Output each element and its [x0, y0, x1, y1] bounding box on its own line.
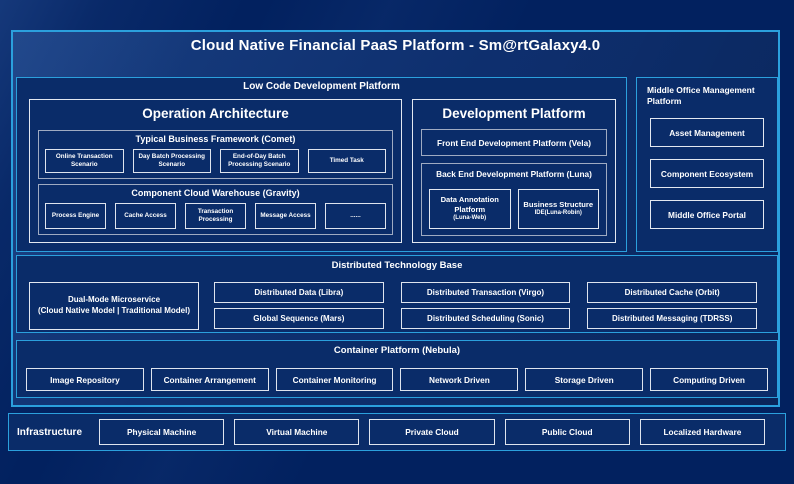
box-message-access: Message Access	[255, 203, 316, 229]
container-platform-panel: Container Platform (Nebula) Image Reposi…	[16, 340, 778, 398]
gravity-items-row: Process Engine Cache Access Transaction …	[45, 203, 386, 229]
box-physical-machine: Physical Machine	[99, 419, 225, 445]
dual-mode-line2: (Cloud Native Model | Traditional Model)	[37, 306, 191, 315]
dual-mode-line1: Dual-Mode Microservice	[67, 295, 161, 305]
box-asset-management: Asset Management	[650, 118, 764, 147]
data-annotation-platform-sublabel: (Luna-Web)	[453, 214, 487, 221]
box-container-arrangement: Container Arrangement	[150, 368, 269, 391]
box-image-repository: Image Repository	[26, 368, 144, 391]
business-structure-sublabel: IDE(Luna-Robin)	[534, 210, 582, 217]
box-container-monitoring: Container Monitoring	[275, 368, 394, 391]
box-network-driven: Network Driven	[400, 368, 519, 391]
box-ellipsis-more: ......	[325, 203, 386, 229]
box-process-engine: Process Engine	[45, 203, 106, 229]
development-platform-title: Development Platform	[442, 106, 586, 121]
luna-items-row: Data Annotation Platform (Luna-Web) Busi…	[429, 189, 599, 229]
box-computing-driven: Computing Driven	[650, 368, 768, 391]
box-global-sequence-mars: Global Sequence (Mars)	[214, 308, 384, 329]
development-platform-box: Development Platform Front End Developme…	[412, 99, 616, 243]
distributed-technology-base-panel: Distributed Technology Base Dual-Mode Mi…	[16, 255, 778, 333]
box-online-transaction-scenario: Online Transaction Scenario	[45, 149, 124, 173]
box-distributed-cache-orbit: Distributed Cache (Orbit)	[587, 282, 757, 303]
box-public-cloud: Public Cloud	[504, 419, 630, 445]
box-end-of-day-batch-processing-scenario: End-of-Day Batch Processing Scenario	[220, 149, 299, 173]
box-front-end-development-platform-vela: Front End Development Platform (Vela)	[421, 129, 607, 156]
middle-office-management-platform-panel: Middle Office Management Platform Asset …	[636, 77, 778, 252]
low-code-platform-label: Low Code Development Platform	[243, 81, 400, 92]
container-platform-title: Container Platform (Nebula)	[333, 345, 461, 356]
component-cloud-warehouse-box: Component Cloud Warehouse (Gravity) Proc…	[38, 184, 393, 235]
business-structure-label: Business Structure	[523, 200, 594, 210]
data-annotation-platform-label: Data Annotation Platform	[440, 195, 499, 215]
box-localized-hardware: Localized Hardware	[639, 419, 766, 445]
infrastructure-panel: Infrastructure Physical Machine Virtual …	[8, 413, 786, 451]
typical-business-framework-title: Typical Business Framework (Comet)	[135, 134, 296, 144]
box-data-annotation-platform: Data Annotation Platform (Luna-Web)	[429, 189, 511, 229]
box-component-ecosystem: Component Ecosystem	[650, 159, 764, 188]
container-platform-row: Image Repository Container Arrangement C…	[26, 368, 768, 391]
box-distributed-scheduling-sonic: Distributed Scheduling (Sonic)	[400, 308, 571, 329]
box-business-structure-ide: Business Structure IDE(Luna-Robin)	[517, 189, 599, 229]
back-end-development-platform-box: Back End Development Platform (Luna) Dat…	[421, 163, 607, 236]
box-day-batch-processing-scenario: Day Batch Processing Scenario	[132, 149, 211, 173]
low-code-development-platform-panel: Low Code Development Platform Operation …	[16, 77, 627, 252]
box-distributed-messaging-tdrss: Distributed Messaging (TDRSS)	[587, 308, 757, 329]
typical-business-framework-box: Typical Business Framework (Comet) Onlin…	[38, 130, 393, 179]
page-title: Cloud Native Financial PaaS Platform - S…	[190, 37, 601, 54]
box-private-cloud: Private Cloud	[369, 419, 495, 445]
infrastructure-label: Infrastructure	[17, 426, 83, 438]
operation-architecture-box: Operation Architecture Typical Business …	[29, 99, 402, 243]
box-distributed-data-libra: Distributed Data (Libra)	[214, 282, 384, 303]
distributed-grid: Distributed Data (Libra) Distributed Tra…	[214, 282, 757, 329]
box-timed-task: Timed Task	[307, 149, 386, 173]
box-storage-driven: Storage Driven	[525, 368, 644, 391]
box-transaction-processing: Transaction Processing	[185, 203, 246, 229]
box-distributed-transaction-virgo: Distributed Transaction (Virgo)	[400, 282, 571, 303]
comet-items-row: Online Transaction Scenario Day Batch Pr…	[45, 149, 386, 173]
box-middle-office-portal: Middle Office Portal	[650, 200, 764, 229]
back-end-development-platform-title: Back End Development Platform (Luna)	[436, 169, 592, 179]
box-cache-access: Cache Access	[115, 203, 176, 229]
middle-office-platform-title: Middle Office Management Platform	[647, 85, 755, 107]
distributed-technology-base-title: Distributed Technology Base	[331, 260, 463, 271]
component-cloud-warehouse-title: Component Cloud Warehouse (Gravity)	[131, 188, 300, 198]
operation-architecture-title: Operation Architecture	[142, 106, 289, 121]
box-dual-mode-microservice: Dual-Mode Microservice (Cloud Native Mod…	[29, 282, 199, 330]
box-virtual-machine: Virtual Machine	[234, 419, 360, 445]
